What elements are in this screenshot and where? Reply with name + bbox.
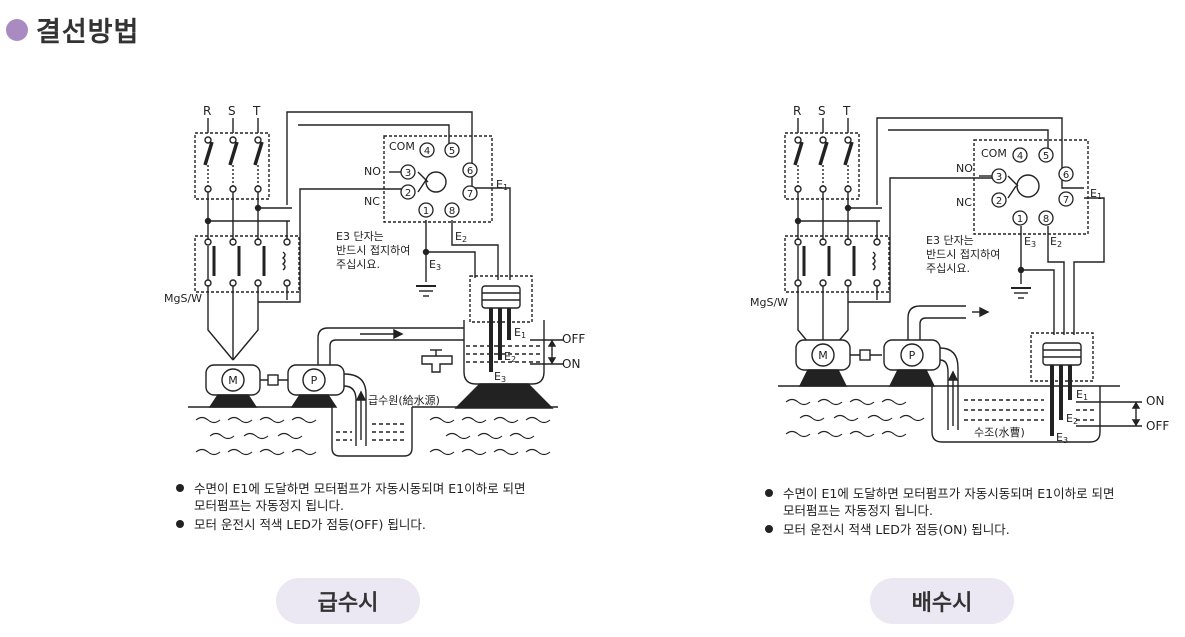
note-text: 모터펌프는 자동정지 됩니다. [194,498,344,513]
phase-label-s: S [228,104,236,118]
com-label: COM [389,140,415,153]
nc-label: NC [364,195,380,208]
ground-waves [195,416,551,456]
e2-terminal-label: E2 [455,230,467,244]
nc-label: NC [956,196,972,209]
socket-label: 3 [405,168,411,179]
motor-label: M [818,349,828,362]
electrode-e3-label: E3 [1056,431,1068,445]
phase-label-t: T [842,104,851,118]
note-text: 수면이 E1에 도달하면 모터펌프가 자동시동되며 E1이하로 되면 [194,481,526,496]
bullet-icon [765,525,773,533]
mgsw-label: MgS/W [164,292,202,305]
phase-label-s: S [818,104,826,118]
e3-terminal-label: E3 [1024,235,1036,249]
title-bullet-icon [6,18,28,41]
socket-label: 2 [996,196,1002,207]
motor-symbol [795,339,851,387]
bullet-icon [176,484,184,492]
mgsw-label: MgS/W [750,296,788,309]
supply-notes: 수면이 E1에 도달하면 모터펌프가 자동시동되며 E1이하로 되면 모터펌프는… [176,480,556,533]
off-level-label: OFF [1146,419,1169,433]
relay-socket-box [383,135,493,223]
socket-label: 2 [405,188,411,199]
socket-label: 5 [449,146,455,157]
phase-label-r: R [203,104,211,118]
bullet-icon [176,520,184,528]
note-text: 모터 운전시 적색 LED가 점등(ON) 됩니다. [783,522,1010,537]
socket-label: 7 [1063,195,1069,206]
pump-symbol [287,364,345,408]
supply-source-label: 급수원(給水源) [368,393,440,407]
page-title: 결선방법 [36,17,140,48]
socket-label: 4 [1017,151,1023,162]
electrode-e3-label: E3 [494,370,506,384]
socket-label: 6 [467,166,473,177]
note-item: 모터 운전시 적색 LED가 점등(ON) 됩니다. [765,521,1165,538]
note-item: 수면이 E1에 도달하면 모터펌프가 자동시동되며 E1이하로 되면 모터펌프는… [765,485,1165,519]
ground-note-line: E3 단자는 [336,230,384,243]
magnetic-switch-contacts [794,238,881,287]
electrode-e2-label: E2 [1066,412,1078,426]
no-label: NO [364,165,381,178]
socket-label: 3 [996,172,1002,183]
ground-waves [785,398,925,438]
motor-label: M [228,374,238,387]
phase-label-r: R [793,104,801,118]
ground-note-line: 반드시 접지하여 [336,243,410,257]
socket-label: 8 [1043,214,1049,225]
magnetic-switch-box [784,235,890,293]
socket-label: 4 [424,146,430,157]
socket-label: 8 [449,206,455,217]
ground-note-line: 주십시요. [926,262,970,275]
breaker-contacts [203,136,264,193]
on-level-label: ON [1146,394,1164,408]
drain-mode-button[interactable]: 배수시 [870,578,1014,624]
e1-terminal-label: E1 [496,178,508,192]
electrode-e1-label: E1 [1076,388,1088,402]
note-item: 모터 운전시 적색 LED가 점등(OFF) 됩니다. [176,516,556,533]
ground-note-line: 주십시요. [336,258,380,271]
breaker-box [194,132,270,200]
breaker-box [784,132,860,200]
socket-label: 5 [1043,151,1049,162]
drain-notes: 수면이 E1에 도달하면 모터펌프가 자동시동되며 E1이하로 되면 모터펌프는… [765,485,1165,538]
relay-socket-box [973,139,1089,235]
ground-note-line: E3 단자는 [926,234,974,247]
phase-label-t: T [252,104,261,118]
drain-wiring-diagram: 4 5 3 6 2 7 1 8 R S T COM NO NC E1 E2 E3… [750,104,1169,445]
bullet-icon [765,489,773,497]
electrode-e2-label: E2 [504,350,516,364]
note-text: 모터 운전시 적색 LED가 점등(OFF) 됩니다. [194,517,426,532]
socket-label: 1 [1017,214,1023,225]
e2-terminal-label: E2 [1050,235,1062,249]
off-level-label: OFF [562,332,585,346]
magnetic-switch-contacts [204,238,291,287]
e1-terminal-label: E1 [1090,187,1102,201]
socket-label: 1 [423,206,429,217]
drain-tank-label: 수조(水曹) [974,426,1025,439]
note-text: 수면이 E1에 도달하면 모터펌프가 자동시동되며 E1이하로 되면 [783,486,1115,501]
on-level-label: ON [562,357,580,371]
breaker-contacts [793,136,854,193]
socket-label: 7 [467,189,473,200]
magnetic-switch-box [194,235,300,293]
pump-label: P [909,349,916,362]
ground-note-line: 반드시 접지하여 [926,247,1000,261]
pump-symbol [883,339,941,387]
no-label: NO [956,162,973,175]
supply-mode-button[interactable]: 급수시 [276,578,420,624]
supply-wiring-diagram: 4 5 3 6 2 7 1 8 R S T COM NO NC E1 E2 E3… [164,104,585,457]
e3-terminal-label: E3 [429,258,441,272]
socket-label: 6 [1063,170,1069,181]
page-header: 결선방법 [6,10,139,49]
note-item: 수면이 E1에 도달하면 모터펌프가 자동시동되며 E1이하로 되면 모터펌프는… [176,480,556,514]
com-label: COM [981,147,1007,160]
pump-label: P [311,374,318,387]
electrode-holder-box [469,275,533,323]
electrode-e1-label: E1 [514,326,526,340]
note-text: 모터펌프는 자동정지 됩니다. [783,503,933,518]
